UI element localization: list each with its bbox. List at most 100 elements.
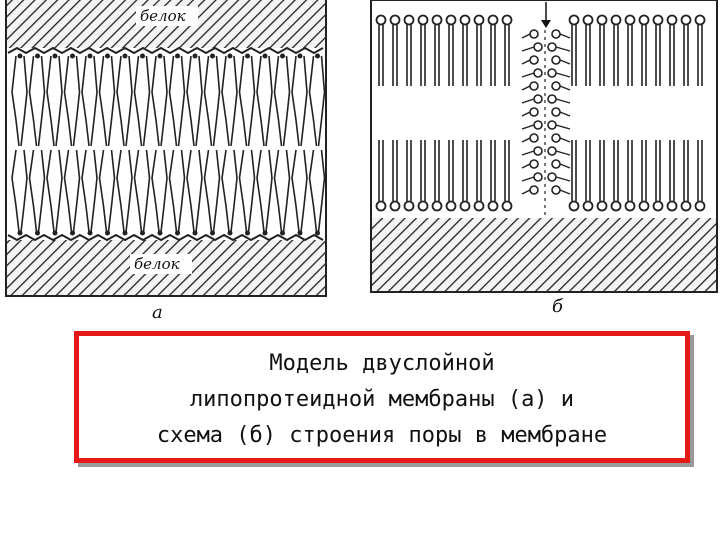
lipid-head	[210, 230, 215, 236]
lipid-head	[52, 230, 58, 236]
pore-head	[529, 29, 539, 39]
lipid-head	[87, 230, 93, 236]
lipid-head	[175, 230, 180, 236]
lipid-head	[610, 200, 622, 212]
lipid-tail	[98, 55, 108, 147]
lipid-tail	[81, 149, 90, 233]
pore-tail	[555, 150, 571, 156]
pore-tail	[559, 33, 571, 39]
lipid-head	[140, 230, 145, 236]
lipid-head	[431, 14, 443, 26]
lipid-tail	[317, 55, 326, 147]
caption-box: Модель двуслойной липопротеидной мембран…	[74, 331, 690, 463]
lipid-tail	[151, 55, 160, 147]
lipid-tail	[46, 149, 55, 233]
lipid-tail	[107, 149, 116, 233]
pore-head	[529, 159, 539, 169]
lipid-tail	[20, 149, 28, 233]
lipid-head	[210, 53, 215, 59]
lipid-tail	[55, 149, 63, 233]
lipid-head	[501, 14, 513, 26]
lipid-head	[262, 230, 268, 236]
lipid-tail	[247, 149, 256, 233]
pore-head	[533, 42, 543, 52]
lipid-tail	[195, 55, 203, 147]
panel-b: б	[370, 0, 718, 317]
pore-head	[551, 185, 561, 195]
lipid-tail	[55, 55, 63, 147]
lipid-tail	[116, 55, 125, 147]
pore-head	[533, 146, 543, 156]
pore-tail	[521, 189, 531, 195]
lipid-tail	[256, 149, 265, 233]
pore-head	[533, 120, 543, 130]
lipid-tail	[230, 149, 238, 233]
lipid-tail	[160, 149, 168, 233]
lipid-tail	[46, 55, 55, 147]
label-bg-top	[136, 6, 198, 26]
lipid-head	[459, 200, 471, 212]
lipid-head	[596, 200, 608, 212]
lipid-tail	[282, 149, 291, 233]
panel-a: белок белок а	[5, 0, 327, 320]
lipid-head	[315, 230, 320, 236]
lipid-head	[35, 230, 40, 236]
lipid-head	[245, 230, 250, 236]
lipid-head	[652, 200, 664, 212]
pore-tail	[521, 46, 535, 52]
pore-head	[551, 81, 561, 91]
lipid-head	[680, 200, 692, 212]
protein-label-bottom: белок	[134, 255, 180, 273]
lipid-head	[431, 200, 443, 212]
lipid-head	[70, 230, 75, 236]
lipid-head	[375, 200, 387, 212]
lipid-tail	[265, 149, 273, 233]
pore-tail	[521, 124, 535, 130]
lipid-tail	[28, 149, 38, 233]
lipid-head	[417, 14, 429, 26]
lipid-tail	[142, 55, 151, 147]
lipid-tail	[186, 55, 195, 147]
pore-tail	[521, 59, 531, 65]
lipid-tail	[116, 149, 125, 233]
pore-head	[533, 68, 543, 78]
lipid-tail	[37, 55, 46, 147]
lipid-head	[487, 200, 499, 212]
lipid-tail	[212, 149, 221, 233]
lipid-tail	[63, 149, 73, 233]
pore-tail	[555, 176, 571, 182]
lipid-head	[459, 14, 471, 26]
lipid-tail	[238, 149, 248, 233]
lipid-tail	[98, 149, 108, 233]
lipid-head	[624, 14, 636, 26]
lipid-tail	[72, 149, 81, 233]
pore-head	[529, 81, 539, 91]
lipid-head	[227, 53, 233, 59]
panel-a-letter: а	[152, 302, 163, 320]
lipid-tail	[28, 55, 38, 147]
pore-head	[551, 29, 561, 39]
lipid-head	[17, 230, 23, 236]
pore-tail	[521, 111, 531, 117]
lipid-head	[227, 230, 233, 236]
lipid-tail	[291, 55, 300, 147]
pore-tail	[521, 176, 535, 182]
pore-tail	[521, 72, 535, 78]
pore-head	[529, 55, 539, 65]
lipid-bilayer-b	[372, 14, 706, 212]
lipid-tail	[195, 149, 203, 233]
pore-tail	[521, 33, 531, 39]
pore-tail	[555, 72, 571, 78]
caption-line-3: схема (б) строения поры в мембране	[156, 423, 608, 448]
lipid-tail	[221, 55, 230, 147]
lipid-head	[445, 200, 457, 212]
lipid-tail	[273, 55, 283, 147]
lipid-tail	[203, 149, 213, 233]
pore-head	[547, 120, 557, 130]
pore-tail	[559, 111, 571, 117]
lipid-head	[245, 53, 250, 59]
lipid-head	[403, 200, 415, 212]
pore-head	[529, 185, 539, 195]
lipid-tail	[168, 55, 178, 147]
lipid-head	[389, 200, 401, 212]
